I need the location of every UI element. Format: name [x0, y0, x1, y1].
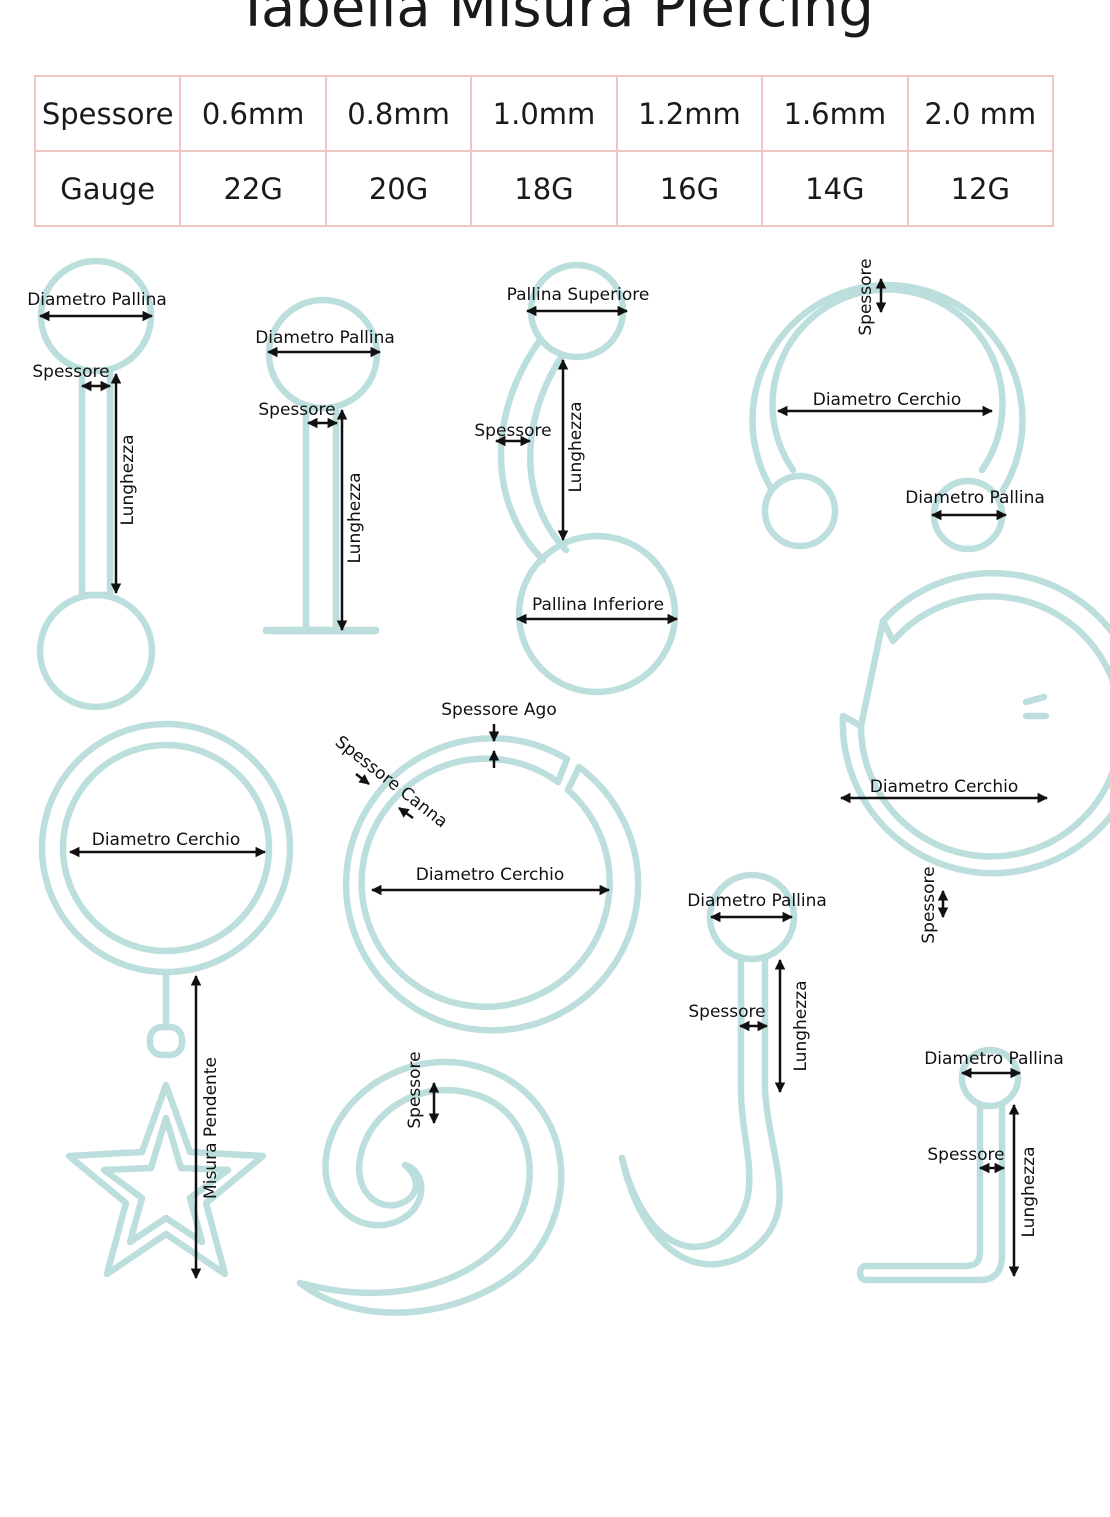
spiral-diagram: Spessore — [296, 1051, 565, 1316]
thickness-label: Spessore — [474, 421, 551, 441]
table-cell: 0.8mm — [324, 75, 473, 152]
ring-diameter-label: Diametro Cerchio — [92, 830, 241, 850]
top-ball-label: Pallina Superiore — [507, 285, 650, 305]
thickness-label: Spessore — [32, 362, 109, 382]
dangle-size-label: Misura Pendente — [201, 1057, 221, 1199]
table-cell: 2.0 mm — [906, 75, 1055, 152]
row-label-thickness: Spessore — [33, 75, 182, 152]
thickness-label: Spessore — [919, 866, 939, 943]
table-cell: 22G — [179, 150, 327, 227]
thickness-label: Spessore — [258, 400, 335, 420]
table-cell: 16G — [615, 150, 764, 227]
table-cell: 14G — [761, 150, 909, 227]
ring-diameter-label: Diametro Cerchio — [813, 390, 962, 410]
barbell-diagram: Diametro Pallina Spessore Lunghezza — [27, 257, 167, 711]
ball-diameter-label: Diametro Pallina — [27, 290, 167, 310]
ring-diameter-label: Diametro Cerchio — [870, 777, 1019, 797]
l-nose-stud-diagram: Diametro Pallina Spessore Lunghezza — [856, 1046, 1064, 1284]
seamless-ring-diagram: Spessore Ago Spessore Canna Diametro Cer… — [331, 700, 642, 1034]
table-cell: 1.2mm — [615, 75, 764, 152]
thickness-label: Spessore — [405, 1051, 425, 1128]
horseshoe-diagram: Spessore Diametro Cerchio Diametro Palli… — [749, 258, 1045, 553]
ball-diameter-label: Diametro Pallina — [924, 1049, 1064, 1069]
table-cell: 20G — [324, 150, 473, 227]
table-row-thickness: Spessore 0.6mm 0.8mm 1.0mm 1.2mm 1.6mm 2… — [33, 75, 1055, 152]
ball-diameter-label: Diametro Pallina — [687, 891, 827, 911]
table-cell: 1.6mm — [761, 75, 909, 152]
page-title: Tabella Misura Piercing — [236, 0, 874, 40]
labret-diagram: Diametro Pallina Spessore Lunghezza — [255, 296, 395, 635]
length-label: Lunghezza — [1019, 1146, 1039, 1237]
dangle-ring-diagram: Diametro Cerchio Misura Pendente — [38, 720, 294, 1280]
row-label-gauge: Gauge — [33, 150, 182, 227]
gauge-table: Spessore 0.6mm 0.8mm 1.0mm 1.2mm 1.6mm 2… — [33, 75, 1055, 227]
table-row-gauge: Gauge 22G 20G 18G 16G 14G 12G — [33, 150, 1055, 227]
table-cell: 18G — [470, 150, 618, 227]
nose-screw-diagram: Diametro Pallina Spessore Lunghezza — [618, 871, 827, 1268]
needle-thickness-label: Spessore Ago — [441, 700, 556, 720]
thickness-label: Spessore — [856, 258, 876, 335]
thickness-label: Spessore — [927, 1145, 1004, 1165]
navel-banana-diagram: Pallina Superiore Spessore Lunghezza Pal… — [474, 261, 679, 696]
thickness-label: Spessore — [688, 1002, 765, 1022]
length-label: Lunghezza — [791, 980, 811, 1071]
table-cell: 12G — [906, 150, 1055, 227]
ring-diameter-label: Diametro Cerchio — [416, 865, 565, 885]
length-label: Lunghezza — [345, 472, 365, 563]
clicker-ring-diagram: Diametro Cerchio Spessore — [839, 569, 1110, 944]
table-cell: 0.6mm — [179, 75, 327, 152]
table-cell: 1.0mm — [470, 75, 618, 152]
bottom-ball-label: Pallina Inferiore — [532, 595, 664, 615]
ball-diameter-label: Diametro Pallina — [255, 328, 395, 348]
tube-thickness-label: Spessore Canna — [331, 732, 451, 832]
length-label: Lunghezza — [566, 401, 586, 492]
ball-diameter-label: Diametro Pallina — [905, 488, 1045, 508]
length-label: Lunghezza — [118, 434, 138, 525]
